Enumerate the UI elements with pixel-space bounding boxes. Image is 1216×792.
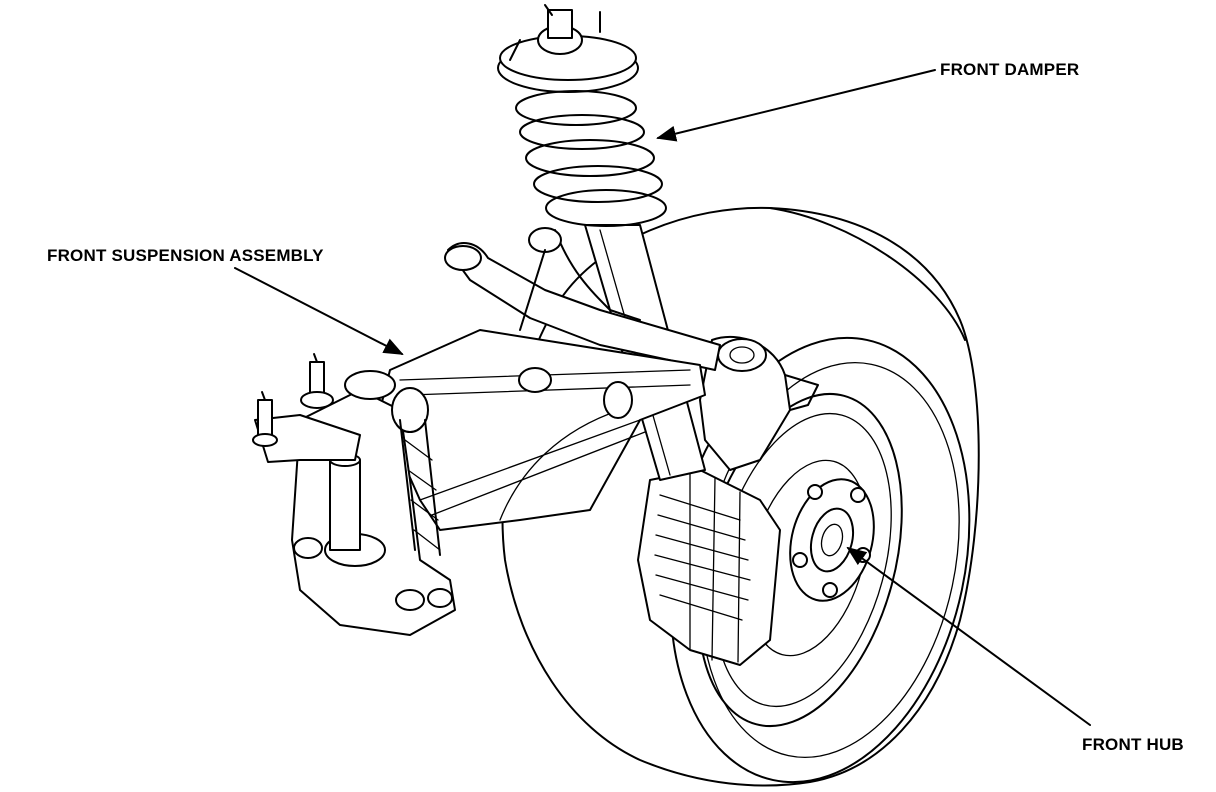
hub-leader (846, 546, 1091, 726)
coil-spring (497, 4, 667, 227)
upper-control-arm (444, 227, 721, 371)
front-suspension-assembly-label: FRONT SUSPENSION ASSEMBLY (47, 246, 324, 265)
mounting-bracket (252, 353, 361, 463)
front-damper-label: FRONT DAMPER (940, 60, 1080, 79)
front-hub-label: FRONT HUB (1082, 735, 1184, 754)
damper-leader (656, 69, 936, 142)
front-hub (789, 478, 875, 602)
suspension-leader (234, 267, 404, 355)
leader-arrows (234, 69, 1091, 726)
brake-caliper (637, 469, 781, 666)
steering-knuckle (699, 335, 819, 471)
